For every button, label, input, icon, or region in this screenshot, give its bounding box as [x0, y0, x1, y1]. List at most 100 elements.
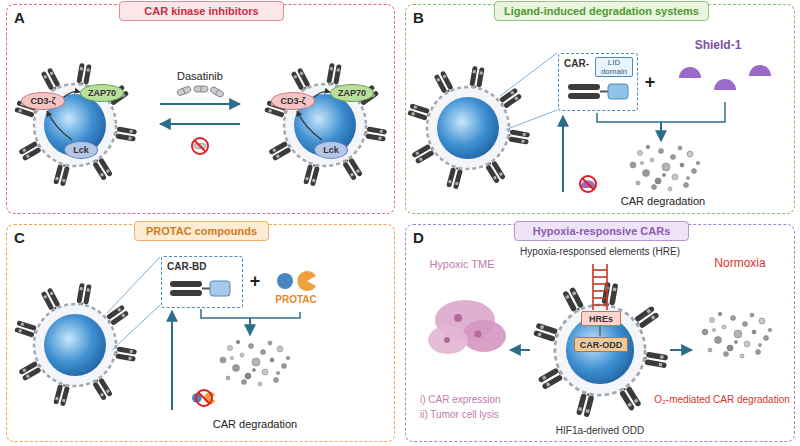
- prohibition-symbol: [580, 176, 596, 192]
- drug-pill: [176, 86, 191, 96]
- tme-cell: [454, 314, 462, 322]
- zoom-line: [107, 257, 160, 313]
- condition-label: Normoxia: [695, 257, 785, 271]
- outcome-label: i) CAR expression: [420, 394, 550, 406]
- right-arrow: [670, 349, 692, 351]
- element-caption: Hypoxia-responsed elements (HRE): [500, 246, 700, 258]
- prohibition-symbol: [192, 138, 208, 154]
- hre-dna: [593, 264, 607, 310]
- down-arrow: [249, 318, 251, 335]
- tme-cloud: [428, 326, 468, 354]
- shield-ligand: [749, 65, 771, 76]
- forward-arrow: [160, 103, 240, 105]
- panel-title: Hypoxia-responsive CARs: [533, 225, 671, 237]
- outcome-label: O₂-mediated CAR degradation: [652, 394, 792, 406]
- panel-title-tab: Ligand-induced degradation systems: [494, 1, 709, 21]
- t-cell: [533, 282, 668, 418]
- construct-label: CAR-BD: [167, 261, 206, 272]
- kinase-label: ZAP70: [338, 88, 366, 98]
- plus-sign: +: [245, 271, 265, 292]
- panel-title: Ligand-induced degradation systems: [504, 5, 699, 17]
- zoom-box: CAR-BD: [161, 256, 243, 308]
- panel-title-tab: CAR kinase inhibitors: [119, 1, 284, 21]
- tme-cell: [444, 337, 450, 343]
- degraded-fragments: [630, 145, 700, 191]
- prohibition-symbol: [196, 390, 212, 406]
- kinase-label: CD3-ζ: [30, 96, 55, 106]
- car-receptor: [170, 290, 202, 296]
- domain-caption: HIF1a-derived ODD: [530, 425, 670, 437]
- kinase-oval: CD3-ζ: [21, 92, 65, 110]
- kinase-oval: CD3-ζ: [271, 92, 315, 110]
- outcome-label: CAR degradation: [200, 418, 310, 431]
- kinase-label: Lck: [73, 145, 89, 155]
- degraded-fragments: [220, 340, 290, 386]
- signal-arrow: [47, 111, 72, 140]
- protac-molecule: [277, 271, 316, 291]
- compound-name: PROTAC: [266, 294, 326, 306]
- panel-letter: C: [14, 229, 25, 246]
- degraded-fragments: [702, 312, 772, 358]
- signal-arrow: [297, 111, 322, 140]
- panel: A CAR kinase inhibitorsCD3-ζ ZAP70Lck CD3-ζ…: [6, 4, 395, 214]
- left-arrow: [510, 349, 530, 351]
- down-arrow: [660, 122, 662, 141]
- condition-label: Hypoxic TME: [412, 258, 512, 271]
- panel: B Ligand-induced degradation systemsCAR- L…: [405, 4, 795, 214]
- car-receptor: [170, 281, 202, 287]
- t-cell: [264, 63, 387, 187]
- zoom-line: [505, 110, 557, 130]
- bracket: [597, 102, 725, 122]
- outcome-label: CAR degradation: [608, 195, 718, 208]
- up-arrow: [171, 311, 173, 410]
- construct-label: CAR-ODD: [580, 340, 623, 350]
- kinase-label: Lck: [323, 145, 339, 155]
- panel-title: PROTAC compounds: [146, 225, 257, 237]
- car-stem: [202, 288, 210, 290]
- panel-title-tab: PROTAC compounds: [134, 221, 269, 241]
- signal-arrow: [314, 92, 330, 97]
- drug-name: Dasatinib: [160, 70, 240, 83]
- zoom-line: [500, 53, 557, 96]
- signal-arrow: [64, 92, 80, 97]
- kinase-oval: Lck: [314, 141, 348, 159]
- zoom-line: [112, 305, 160, 350]
- panel-letter: D: [413, 229, 424, 246]
- t-cell: [14, 283, 137, 407]
- construct-label: CAR-: [564, 58, 589, 69]
- kinase-label: CD3-ζ: [280, 96, 305, 106]
- zoom-box: CAR- LID domain: [558, 53, 638, 111]
- kinase-label: ZAP70: [88, 88, 116, 98]
- kinase-oval: ZAP70: [80, 84, 124, 102]
- shield-ligand: [679, 67, 701, 78]
- element-label: HREs: [589, 314, 613, 324]
- shield-ligand: [714, 79, 736, 90]
- tme-cell: [475, 331, 482, 338]
- ligand-name: Shield-1: [683, 39, 753, 53]
- t-cell: [14, 63, 137, 187]
- drug-pill: [209, 86, 224, 98]
- plus-sign: +: [640, 72, 660, 93]
- drug-pill: [194, 86, 208, 92]
- car-receptor: [568, 84, 600, 90]
- lid-domain: [608, 84, 628, 99]
- panel-title: CAR kinase inhibitors: [144, 5, 258, 17]
- up-arrow: [562, 116, 564, 192]
- panel-title-tab: Hypoxia-responsive CARs: [514, 221, 689, 241]
- link-line: [599, 325, 600, 336]
- panel-letter: B: [413, 9, 424, 26]
- panel: C PROTAC compoundsCAR-BD: [6, 224, 395, 442]
- panel-letter: A: [14, 9, 25, 26]
- kinase-oval: Lck: [64, 141, 98, 159]
- bd-domain: [210, 281, 230, 296]
- tme-cloud: [462, 320, 506, 352]
- domain-label: LID domain: [595, 57, 633, 77]
- reverse-arrow: [160, 123, 240, 125]
- kinase-oval: ZAP70: [330, 84, 374, 102]
- element-box: HREs: [581, 311, 621, 326]
- car-receptor: [568, 93, 600, 99]
- construct-box: CAR-ODD: [574, 337, 628, 352]
- bracket: [201, 309, 300, 318]
- car-stem: [600, 91, 608, 93]
